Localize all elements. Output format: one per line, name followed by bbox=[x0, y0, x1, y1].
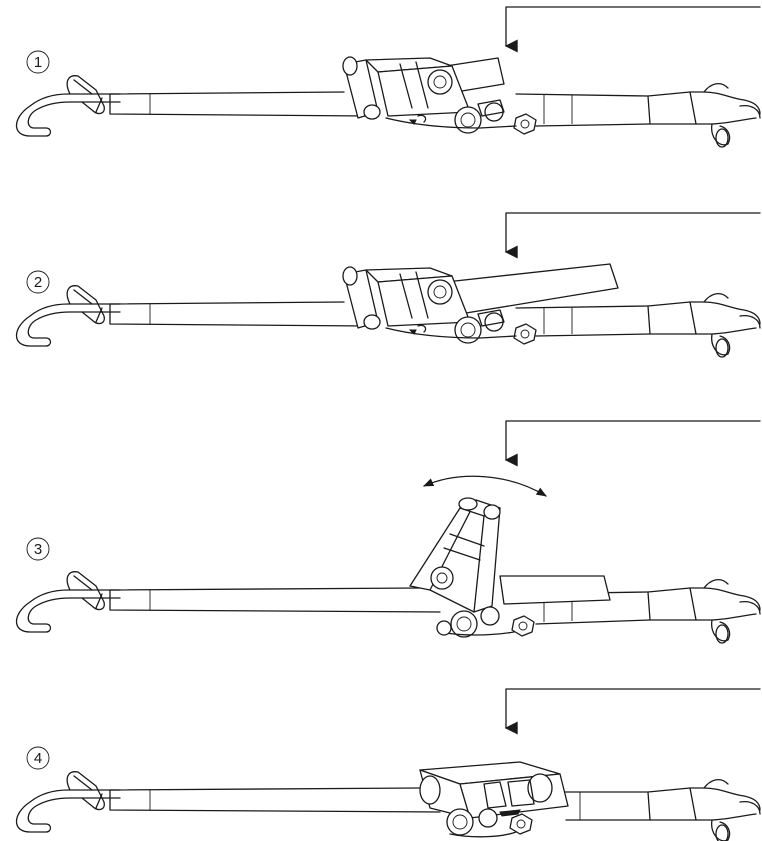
step-1-right-hook-icon bbox=[647, 82, 761, 148]
step-4-ratchet-buckle-closed-icon bbox=[419, 761, 569, 838]
step-4-left-hook-icon bbox=[15, 771, 121, 833]
step-3: 3 bbox=[15, 420, 761, 644]
step-4-number: 4 bbox=[34, 750, 42, 767]
step-4-badge bbox=[26, 746, 50, 770]
step-3-right-hook-icon bbox=[647, 578, 761, 644]
step-4: 4 bbox=[15, 688, 761, 841]
step-4-guide-arrow bbox=[504, 688, 761, 735]
step-4-right-hook-icon bbox=[647, 778, 761, 841]
step-2-badge bbox=[26, 270, 50, 294]
step-3-left-hook-icon bbox=[15, 571, 121, 633]
step-1: 1 bbox=[15, 6, 761, 148]
step-1-strap-right bbox=[515, 93, 651, 127]
step-3-ratchet-buckle-open-icon bbox=[409, 497, 535, 638]
step-2-guide-arrow bbox=[504, 212, 761, 259]
step-2-left-hook-icon bbox=[15, 285, 121, 347]
step-1-ratchet-buckle-icon bbox=[342, 56, 537, 135]
step-3-guide-arrow bbox=[504, 420, 761, 467]
step-1-number: 1 bbox=[34, 54, 42, 71]
step-1-strap-left bbox=[109, 91, 369, 117]
step-2-number: 2 bbox=[34, 274, 42, 291]
step-1-left-hook-icon bbox=[15, 75, 121, 137]
step-1-badge bbox=[26, 50, 50, 74]
step-3-strap-end bbox=[499, 575, 611, 605]
step-2: 2 bbox=[15, 212, 761, 358]
step-2-right-hook-icon bbox=[647, 292, 761, 358]
step-3-badge bbox=[26, 537, 50, 561]
step-1-guide-arrow bbox=[504, 6, 761, 53]
step-3-number: 3 bbox=[34, 541, 42, 558]
step-3-motion-arc-icon bbox=[423, 475, 547, 497]
